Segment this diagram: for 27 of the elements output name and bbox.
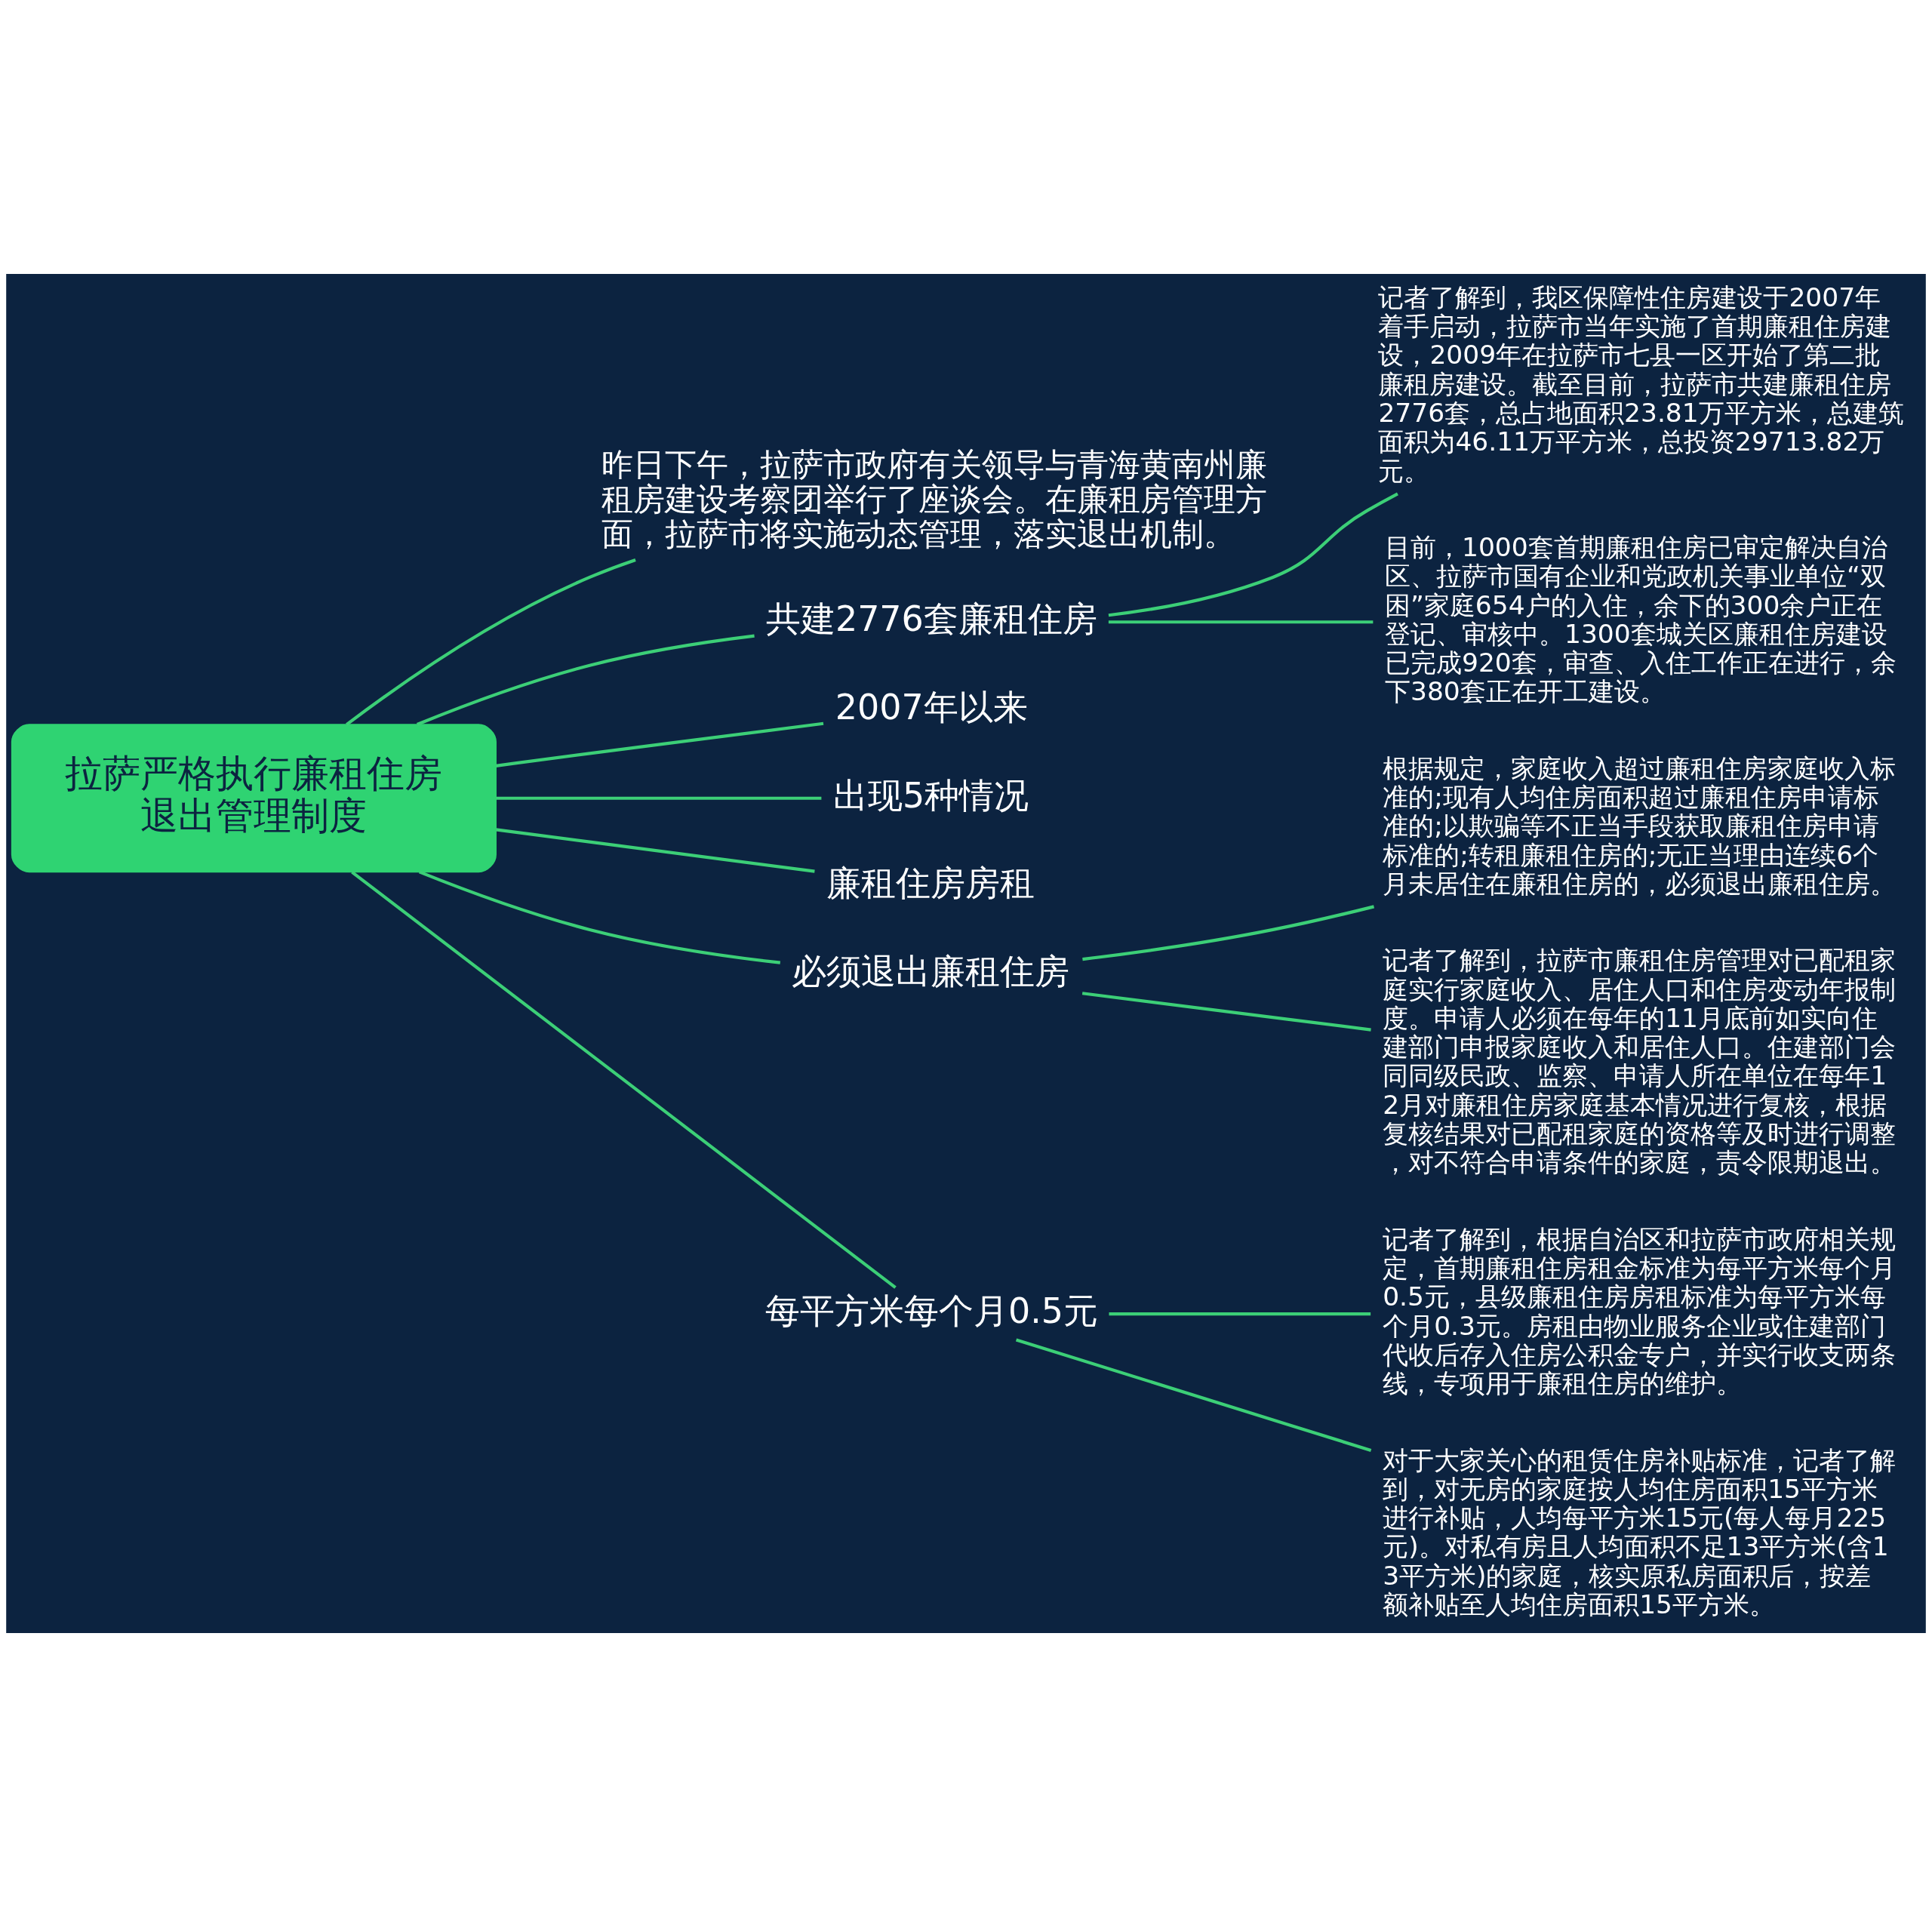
connector	[495, 828, 815, 873]
connector	[1108, 620, 1374, 624]
connector	[1109, 1312, 1371, 1316]
node-box: 拉萨严格执行廉租住房退出管理制度	[11, 724, 497, 873]
node-text: 共建2776套廉租住房	[765, 598, 1097, 640]
node-text: 对于大家关心的租赁住房补贴标准，记者了解到，对无房的家庭按人均住房面积15平方米进行补贴，人均每平方米15元(每人每月225元)。对私有房且人均面积不足13平方米(含13平方米)的家庭，核实原私房面积后，按差额补贴至人均住房面积15平方米。	[1383, 1444, 1897, 1619]
connector	[1081, 992, 1371, 1032]
node-text: 记者了解到，我区保障性住房建设于2007年着手启动，拉萨市当年实施了首期廉租住房建设，2009年在拉萨市七县一区开始了第二批廉租房建设。截至目前，拉萨市共建廉租住房2776套，总占地面积23.81万平方米，总建筑面积为46.11万平方米，总投资29713.82万元。	[1378, 281, 1904, 486]
connector	[418, 870, 781, 964]
connector	[351, 870, 897, 1289]
node-text: 目前，1000套首期廉租住房已审定解决自治区、拉萨市国有企业和党政机关事业单位“双困”家庭654户的入住，余下的300余户正在登记、审核中。1300套城关区廉租住房建设已完成920套，审查、入住工作正在进行，余下380套正在开工建设。	[1385, 531, 1897, 707]
connector	[496, 796, 822, 800]
node-text: 记者了解到，拉萨市廉租住房管理对已配租家庭实行家庭收入、居住人口和住房变动年报制度。申请人必须在每年的11月底前如实向住建部门申报家庭收入和居住人口。住建部门会同同级民政、监察、申请人所在单位在每年12月对廉租住房家庭基本情况进行复核，根据复核结果对已配租家庭的资格等及时进行调整，对不符合申请条件的家庭，责令限期退出。	[1383, 945, 1897, 1178]
node-text: 必须退出廉租住房	[792, 951, 1070, 992]
connector	[346, 558, 636, 726]
node-text: 昨日下午，拉萨市政府有关领导与青海黄南州廉租房建设考察团举行了座谈会。在廉租房管理方面，拉萨市将实施动态管理，落实退出机制。	[601, 446, 1267, 553]
node-text: 根据规定，家庭收入超过廉租住房家庭收入标准的;现有人均住房面积超过廉租住房申请标准的;以欺骗等不正当手段获取廉租住房申请标准的;转租廉租住房的;无正当理由连续6个月未居住在廉租住房的，必须退出廉租住房。	[1383, 752, 1897, 899]
node-text: 出现5种情况	[832, 774, 1029, 816]
connector	[416, 634, 755, 726]
connector	[1015, 1338, 1372, 1452]
connector	[1108, 492, 1398, 617]
node-text: 记者了解到，根据自治区和拉萨市政府相关规定，首期廉租住房租金标准为每平方米每个月0.5元，县级廉租住房房租标准为每平方米每个月0.3元。房租由物业服务企业或住建部门代收后存入住房公积金专户，并实行收支两条线，专项用于廉租住房的维护。	[1383, 1223, 1897, 1399]
node-text: 廉租住房房租	[826, 863, 1035, 904]
connector	[1082, 905, 1375, 961]
node-text: 2007年以来	[835, 686, 1028, 727]
node-text: 每平方米每个月0.5元	[764, 1290, 1098, 1331]
connector	[495, 721, 824, 767]
